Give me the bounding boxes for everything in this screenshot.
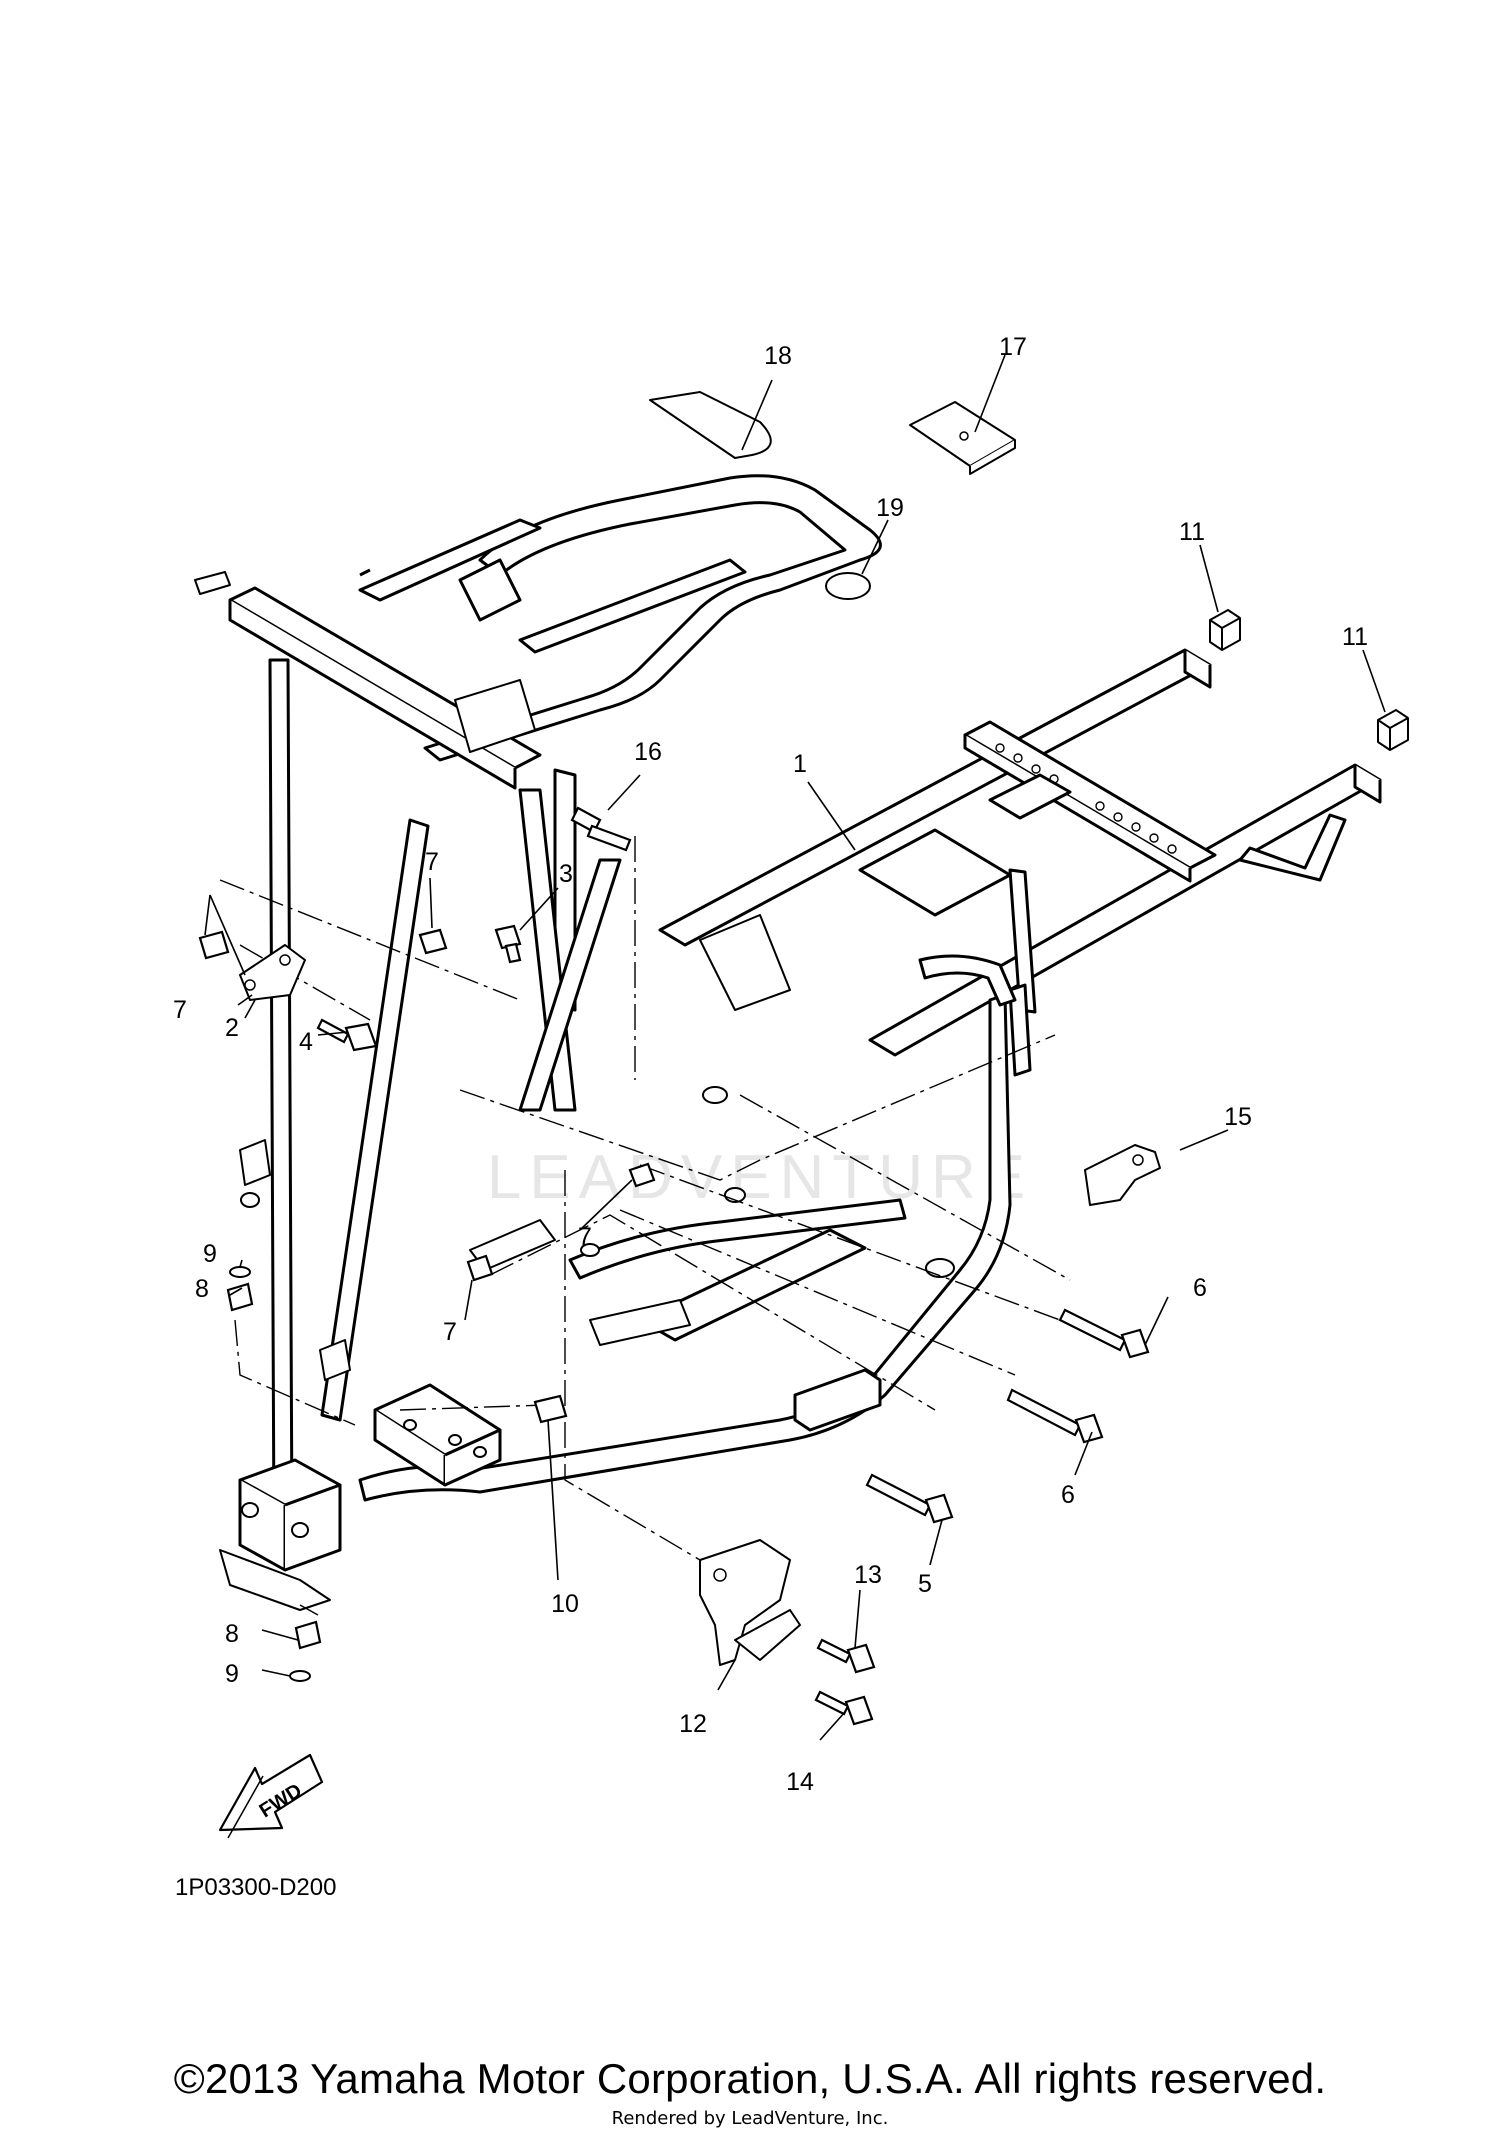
- callout-10: 10: [551, 1590, 579, 1618]
- callout-12: 12: [679, 1710, 707, 1738]
- diagram-code: 1P03300-D200: [175, 1874, 337, 1901]
- part-5-bolt[interactable]: [865, 1473, 954, 1524]
- part-18-decal[interactable]: [649, 391, 772, 459]
- callout-14: 14: [786, 1768, 814, 1796]
- callout-9a: 9: [203, 1240, 217, 1268]
- callout-2: 2: [225, 1014, 239, 1042]
- callout-7c: 7: [578, 1223, 592, 1251]
- callout-17: 17: [999, 333, 1027, 361]
- part-14-bolt[interactable]: [814, 1690, 874, 1726]
- watermark: LEADVENTURE: [487, 1143, 1033, 1212]
- part-7-nut-c[interactable]: [628, 1162, 656, 1188]
- part-11-end-cap-a[interactable]: [1209, 609, 1241, 651]
- callout-16: 16: [634, 738, 662, 766]
- part-8-bushing-b[interactable]: [294, 1620, 322, 1650]
- callout-8b: 8: [225, 1620, 239, 1648]
- part-15-bracket[interactable]: [1084, 1144, 1161, 1206]
- callout-7a: 7: [425, 848, 439, 876]
- callout-4: 4: [299, 1028, 313, 1056]
- part-4-bolt[interactable]: [316, 1018, 378, 1052]
- copyright-notice: ©2013 Yamaha Motor Corporation, U.S.A. A…: [173, 2055, 1327, 2102]
- part-17-plate[interactable]: [909, 401, 1016, 475]
- callout-9b: 9: [225, 1660, 239, 1688]
- callout-1: 1: [793, 750, 807, 778]
- callout-5: 5: [918, 1570, 932, 1598]
- leader-lines: [204, 354, 1386, 1741]
- assembly-lines: [219, 836, 1071, 1616]
- callout-7b: 7: [173, 996, 187, 1024]
- part-9-oring-a[interactable]: [229, 1266, 251, 1278]
- part-3-bolt[interactable]: [494, 924, 522, 964]
- part-10-bolt[interactable]: [533, 1394, 568, 1424]
- callout-11a: 11: [1179, 518, 1205, 546]
- callout-15: 15: [1224, 1103, 1252, 1131]
- part-6-bolt-a[interactable]: [1058, 1308, 1150, 1359]
- part-7-nut-d[interactable]: [466, 1254, 494, 1282]
- callout-19: 19: [876, 494, 904, 522]
- part-1-main-frame[interactable]: [194, 474, 1382, 1611]
- part-13-bolt[interactable]: [816, 1638, 876, 1674]
- callout-6a: 6: [1193, 1274, 1207, 1302]
- part-7-nut-a[interactable]: [418, 928, 448, 955]
- rendered-by-notice: Rendered by LeadVenture, Inc.: [611, 2108, 889, 2129]
- callout-6b: 6: [1061, 1481, 1075, 1509]
- part-6-bolt-b[interactable]: [1006, 1388, 1104, 1444]
- part-7-nut-b[interactable]: [198, 930, 230, 960]
- part-12-bracket[interactable]: [699, 1539, 801, 1666]
- callout-8a: 8: [195, 1275, 209, 1303]
- callout-11b: 11: [1342, 623, 1368, 651]
- part-11-end-cap-b[interactable]: [1377, 709, 1409, 751]
- part-8-bushing-a[interactable]: [226, 1282, 254, 1312]
- callout-18: 18: [764, 342, 792, 370]
- part-19-round-label[interactable]: [825, 572, 871, 600]
- part-2-bracket[interactable]: [239, 944, 306, 1001]
- callout-3: 3: [559, 860, 573, 888]
- callout-13: 13: [854, 1561, 882, 1589]
- callout-7d: 7: [443, 1318, 457, 1346]
- part-16-bolt[interactable]: [570, 806, 632, 852]
- fwd-arrow-icon: FWD: [218, 1753, 324, 1839]
- part-9-oring-b[interactable]: [289, 1670, 311, 1682]
- callouts: 1 2 3 4 5 6 6 7 7 7 7 8 8 9 9 10 11 11 1…: [173, 333, 1368, 1796]
